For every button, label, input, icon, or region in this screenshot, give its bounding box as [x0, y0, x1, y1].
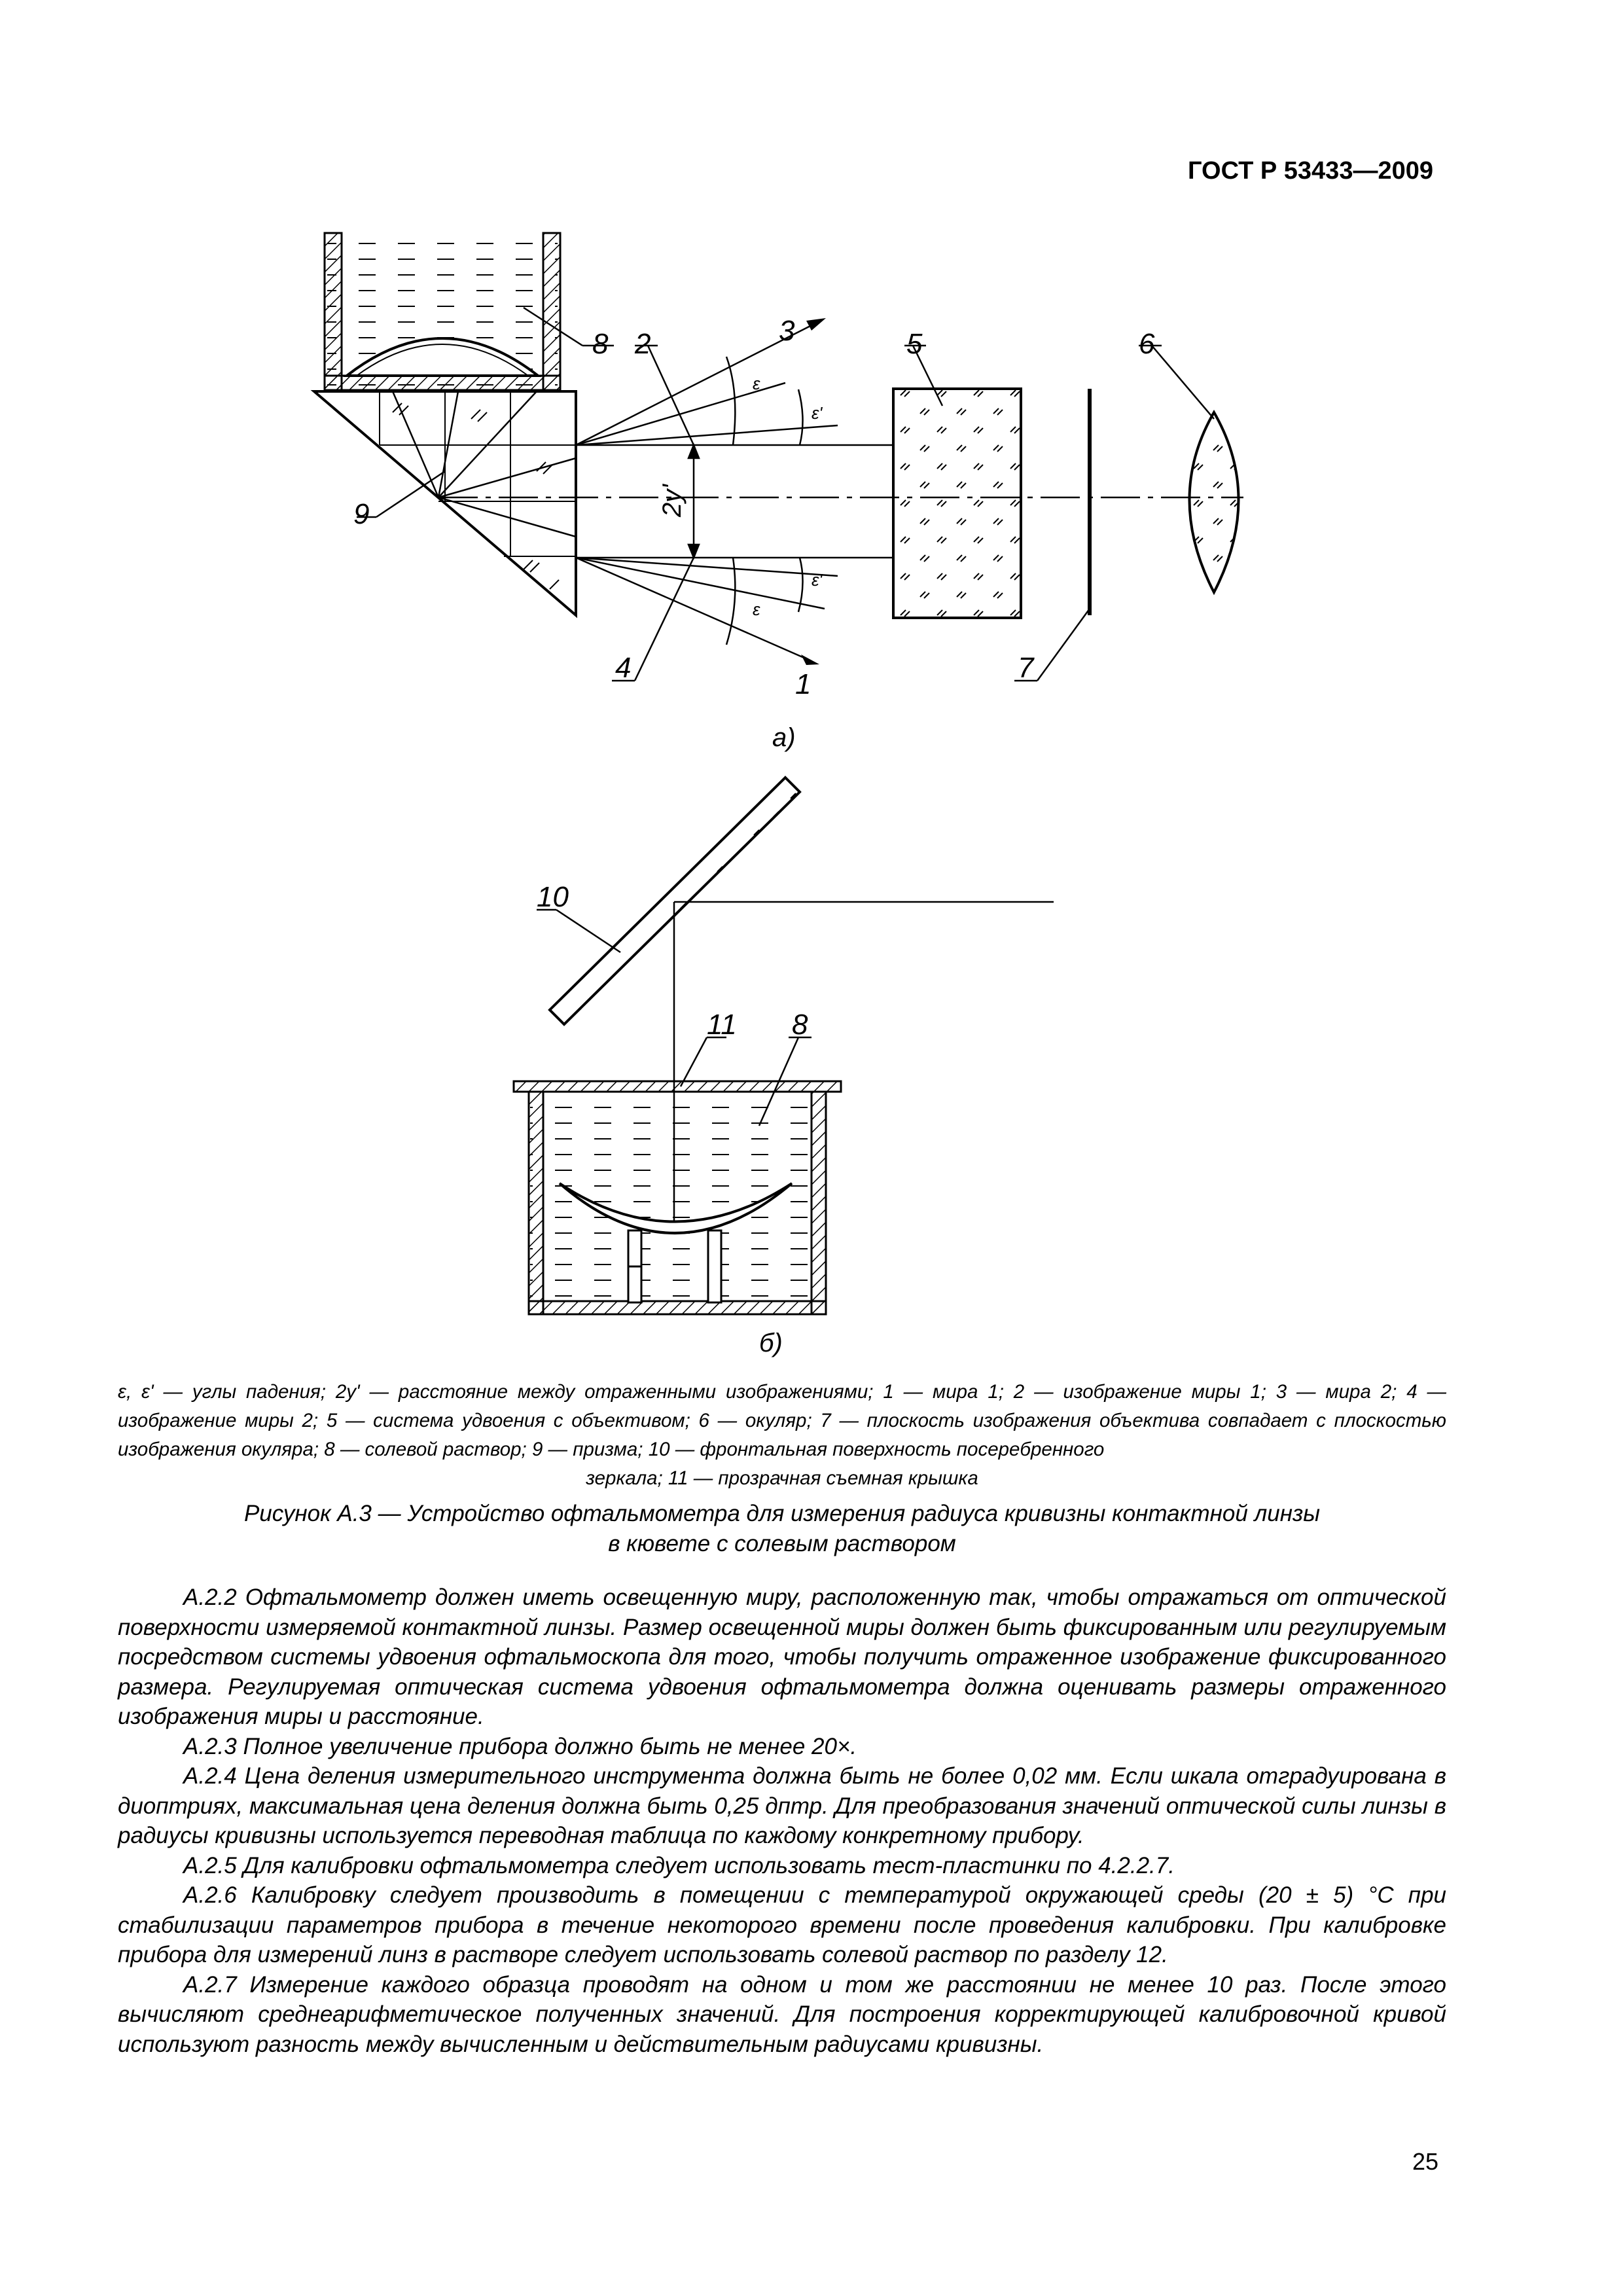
caption-line-2: в кювете с солевым раствором [608, 1531, 956, 1556]
label-4: 4 [615, 652, 631, 684]
label-2: 2 [634, 328, 651, 360]
label-eps-prime-top: ε' [812, 403, 823, 423]
legend-last-line: зеркала; 11 — прозрачная съемная крышка [586, 1467, 978, 1489]
label-11: 11 [707, 1009, 737, 1041]
legend-main: ε, ε' — углы падения; 2y' — расстояние м… [118, 1381, 1446, 1460]
prism [310, 390, 577, 619]
paragraph-a-2-7: А.2.7 Измерение каждого образца проводят… [118, 1971, 1446, 2057]
figure-caption: Рисунок А.3 — Устройство офтальмометра д… [118, 1499, 1446, 1559]
label-2y: 2y' [658, 484, 687, 518]
ophthalmometer-figure: 2y' ε ε' ε ε' 8 2 3 5 6 9 4 1 7 а) [310, 232, 1243, 1357]
doubling-system [892, 387, 1022, 619]
label-1: 1 [795, 668, 811, 700]
document-header: ГОСТ Р 53433—2009 [1188, 157, 1433, 185]
eyepiece [1188, 409, 1240, 596]
paragraph-a-2-5: А.2.5 Для калибровки офтальмометра следу… [183, 1852, 1175, 1878]
paragraph-a-2-6: А.2.6 Калибровку следует производить в п… [118, 1882, 1446, 1967]
label-7: 7 [1018, 652, 1035, 684]
label-eps-prime-bottom: ε' [812, 570, 823, 590]
label-eps-bottom: ε [753, 600, 760, 619]
label-8-b: 8 [792, 1009, 808, 1041]
label-3: 3 [779, 315, 795, 347]
label-10: 10 [537, 881, 569, 913]
silvered-mirror [548, 776, 802, 1026]
dimension-2y [687, 442, 700, 560]
label-6: 6 [1139, 328, 1155, 360]
cuvette-b [512, 1080, 842, 1316]
paragraph-a-2-3: А.2.3 Полное увеличение прибора должно б… [183, 1733, 857, 1759]
body-text: А.2.2 Офтальмометр должен иметь освещенн… [118, 1583, 1446, 2059]
paragraph-a-2-4: А.2.4 Цена деления измерительного инстру… [118, 1763, 1446, 1848]
angle-arcs [725, 356, 804, 645]
paragraph-a-2-2: А.2.2 Офтальмометр должен иметь освещенн… [118, 1585, 1446, 1729]
label-9: 9 [353, 498, 369, 530]
subfigure-a-label: а) [772, 723, 796, 752]
caption-line-1: Рисунок А.3 — Устройство офтальмометра д… [243, 1501, 1321, 1526]
label-5: 5 [906, 328, 923, 360]
page-number: 25 [1412, 2148, 1438, 2175]
label-8-a: 8 [592, 328, 609, 360]
figure-legend: ε, ε' — углы падения; 2y' — расстояние м… [118, 1378, 1446, 1493]
subfigure-b-label: б) [759, 1329, 783, 1357]
cuvette-a [323, 232, 562, 391]
leader-lines-b [537, 908, 812, 1126]
label-eps-top: ε [753, 374, 760, 393]
leader-lines-a [357, 306, 1215, 682]
